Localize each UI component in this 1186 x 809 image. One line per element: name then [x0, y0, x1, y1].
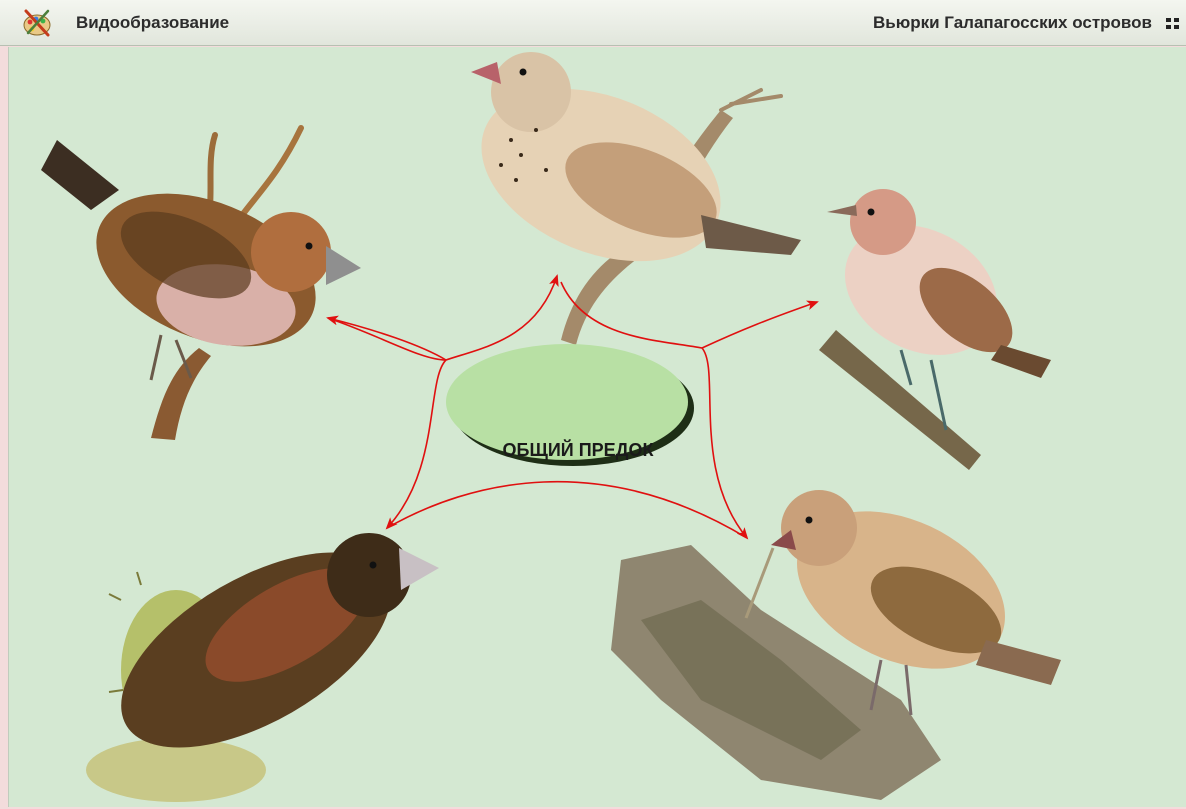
finch-top-center — [456, 52, 801, 345]
ancestor-ellipse[interactable] — [446, 344, 688, 460]
arrow-curve-left — [328, 318, 446, 360]
arrow-to-bottom-right — [702, 348, 747, 538]
finch-bottom-left — [86, 513, 439, 802]
topic-title: Вьюрки Галапагосских островов — [873, 13, 1152, 33]
arrow-to-top-right — [702, 302, 817, 348]
top-bar: Видообразование Вьюрки Галапагосских ост… — [0, 0, 1186, 46]
diagram-canvas: ОБЩИЙ ПРЕДОК — [8, 47, 1186, 807]
finch-top-right — [819, 189, 1051, 470]
arrow-curve-bottom — [387, 482, 747, 538]
arrow-to-bottom-left — [387, 360, 446, 528]
section-title: Видообразование — [76, 13, 229, 33]
grid-dots-icon[interactable] — [1166, 18, 1180, 30]
finch-bottom-right — [611, 480, 1061, 800]
finch-top-left — [41, 128, 361, 440]
palette-brush-icon[interactable] — [22, 8, 54, 38]
